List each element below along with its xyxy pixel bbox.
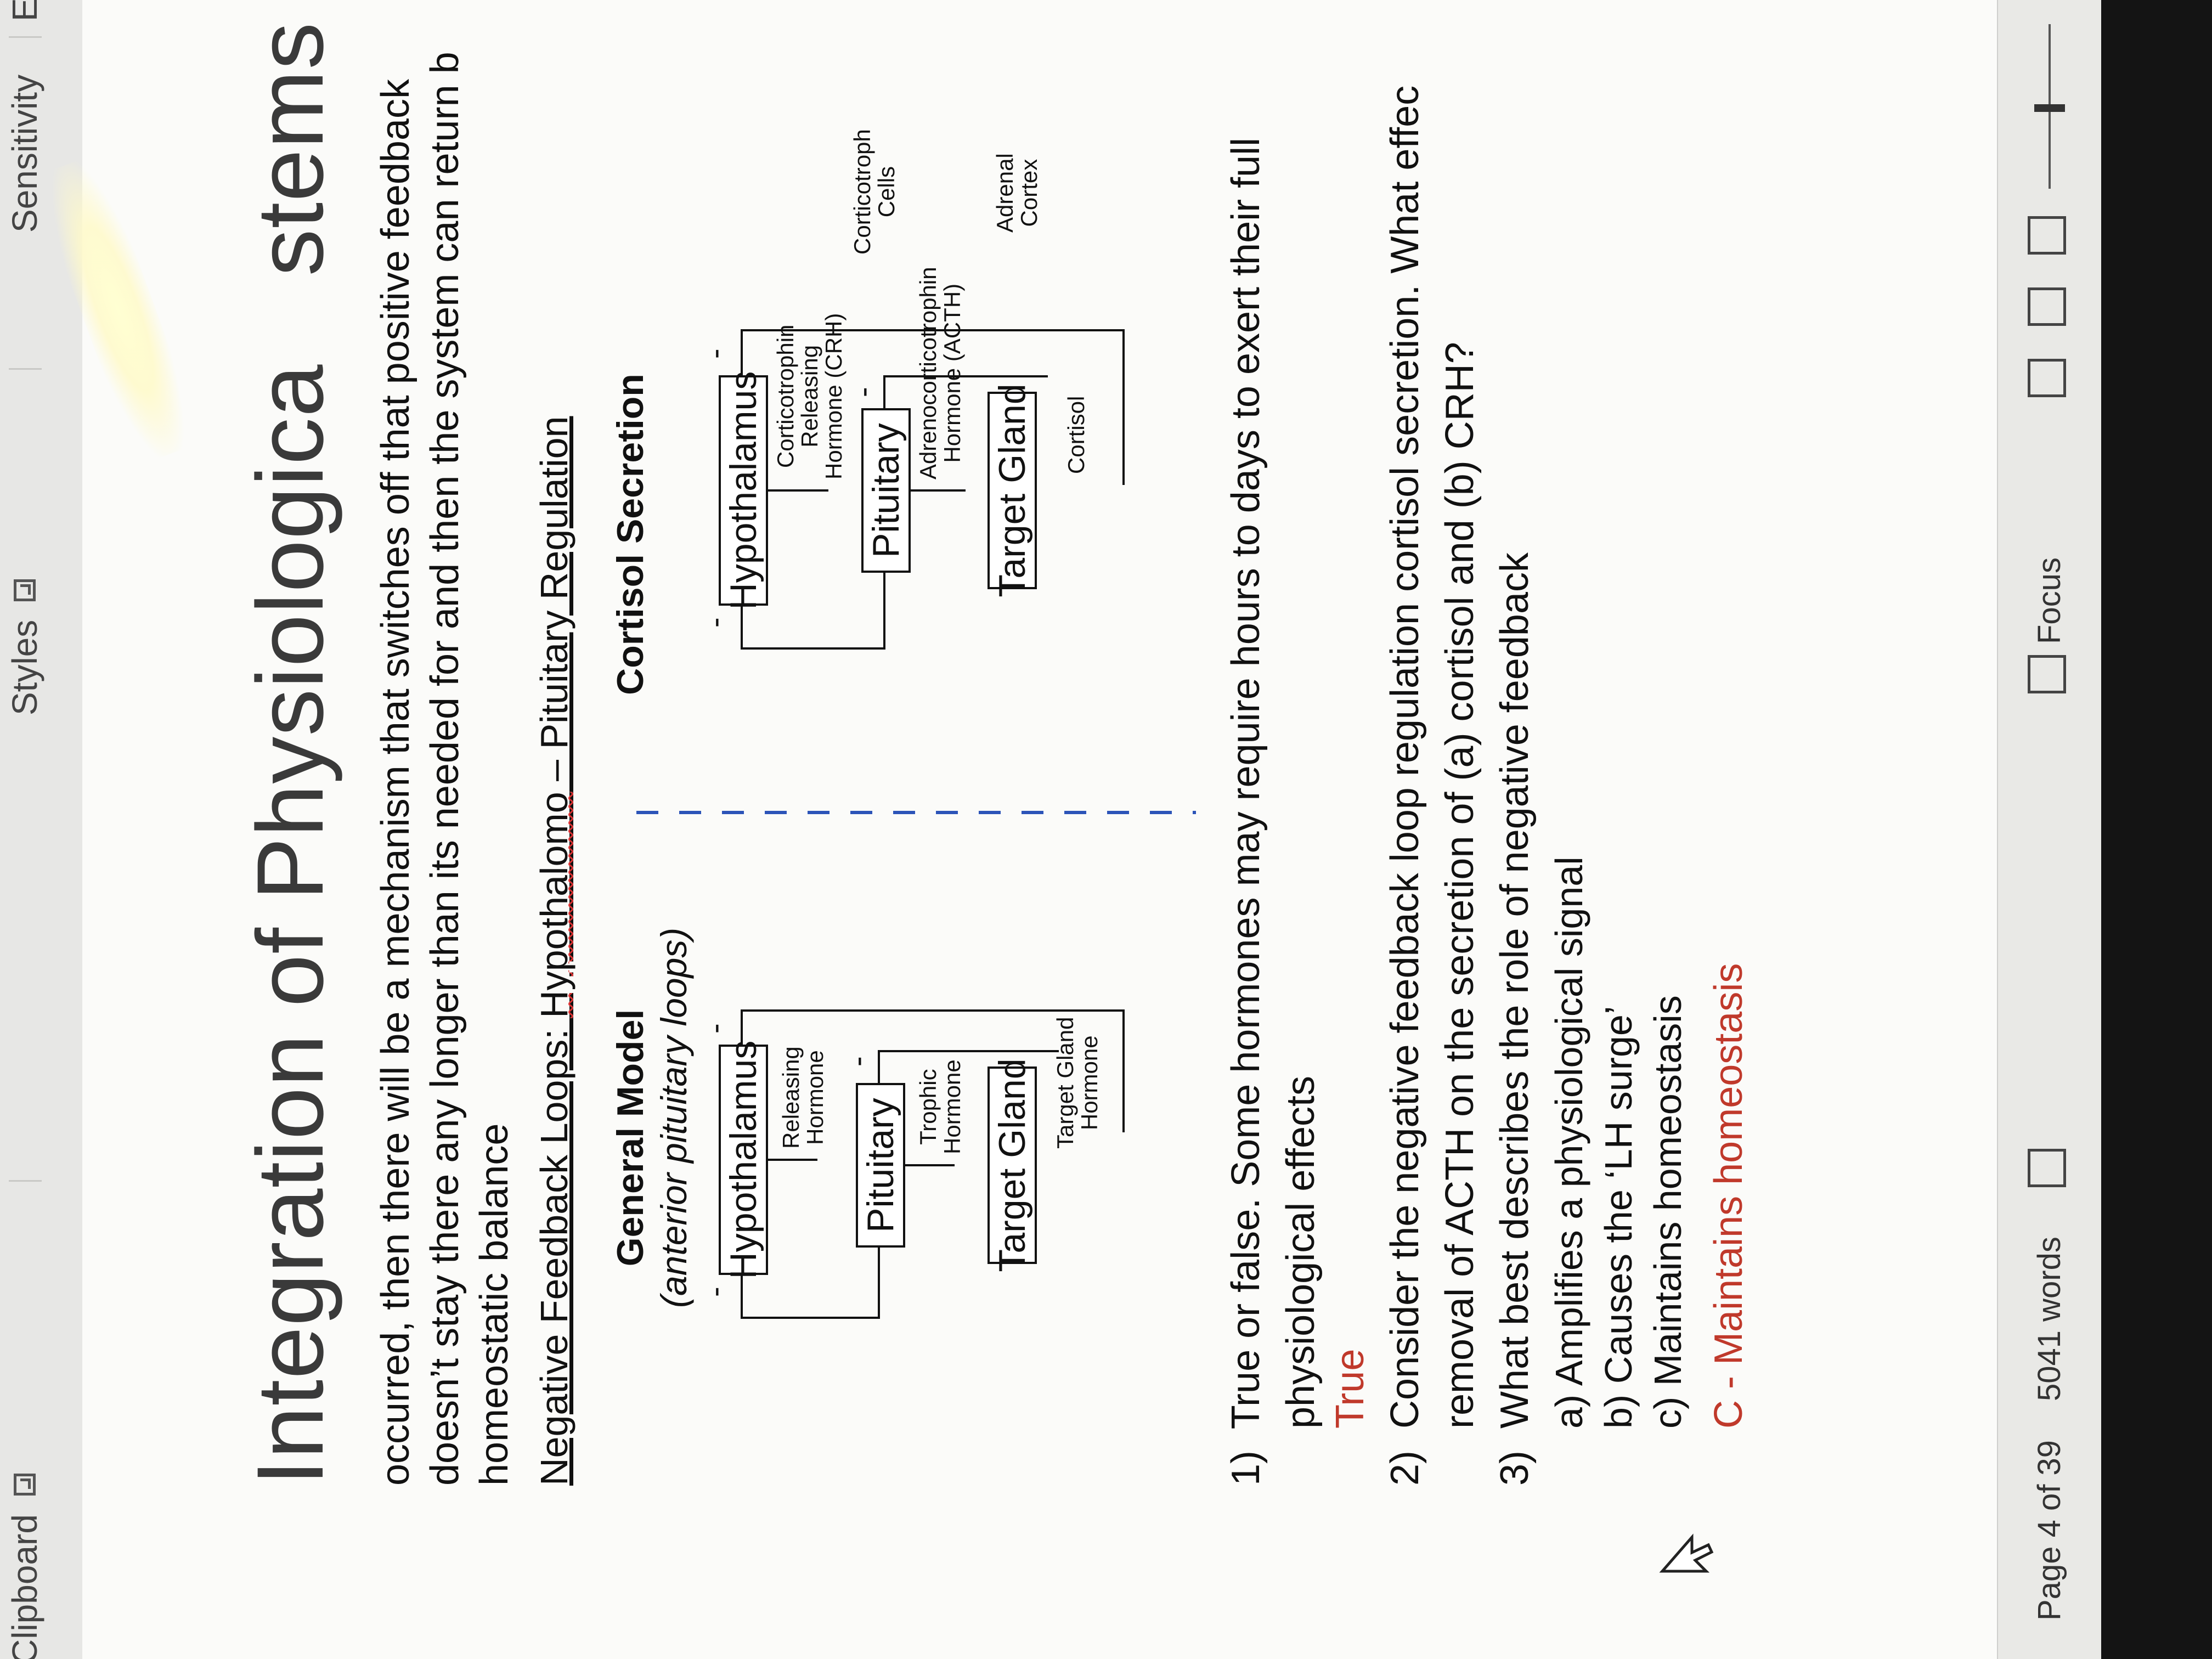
long-loop-line [1122,329,1125,485]
word-window: Clipboard Styles Sensitivity Edi Integra… [0,0,2101,1659]
cortisol-minus-sign: - [845,387,880,397]
cortisol-hormone: Cortisol [1063,396,1089,474]
page-count[interactable]: Page 4 of 39 [2032,1440,2067,1621]
status-bar: Page 4 of 39 5041 words Focus [1997,0,2101,1659]
question-2-line-2: removal of ACTH on the secretion of (a) … [1438,342,1482,1429]
title-text: Integration of Physiologica [238,364,343,1486]
model-divider [636,811,1196,814]
question-3-option-b: b) Causes the ‘LH surge’ [1597,1006,1640,1429]
general-model-subtitle: (anterior pituitary loops) [653,927,694,1308]
question-1-line-2: physiological effects [1279,1075,1323,1429]
ribbon-group-styles[interactable]: Styles [5,579,44,715]
general-hypothalamus-box: Hypothalamus [719,1041,768,1279]
long-loop-line [741,1012,743,1045]
long-loop-line [741,331,743,375]
title-text-tail: stems [238,21,343,276]
question-1-line-1: 1) True or false. Some hormones may requ… [1224,137,1268,1486]
paragraph-line-2: doesn’t stay there any longer than its n… [423,52,467,1486]
styles-label: Styles [5,619,44,715]
short-loop-line [883,375,885,408]
cortisol-minus-sign: - [697,617,732,628]
ultrashort-loop-line [741,1275,743,1319]
zoom-slider-thumb[interactable] [2034,104,2065,112]
section-heading-part-3: – Pituitary Regulation [533,416,575,792]
word-count[interactable]: 5041 words [2032,1237,2067,1401]
ribbon-divider [9,368,42,370]
ultrashort-loop-line [741,606,743,650]
sensitivity-label: Sensitivity [5,74,44,233]
ultrashort-loop-line [878,1248,880,1319]
clipboard-launcher-icon[interactable] [14,1474,36,1496]
short-loop-line [878,1050,880,1083]
connector-line [911,489,966,492]
read-mode-icon[interactable] [2028,359,2066,397]
editing-label: Edi [4,0,45,21]
connector-line [905,1164,955,1166]
long-loop-line [741,329,1125,331]
styles-launcher-icon[interactable] [14,579,36,601]
paragraph-line-1: occurred, then there will be a mechanism… [374,78,417,1486]
section-heading-part-1: Negative Feedback Loops: [533,1018,575,1486]
question-1-answer: True [1328,1348,1372,1429]
general-minus-sign: - [840,1056,874,1066]
question-3-option-c: c) Maintains homeostasis [1646,995,1689,1429]
ribbon-group-clipboard[interactable]: Clipboard [5,1474,44,1659]
ultrashort-loop-line [741,647,883,650]
focus-label[interactable]: Focus [2032,557,2067,644]
connector-line [768,1159,817,1161]
ribbon-group-editing[interactable]: Edi [5,0,44,21]
cortisol-hypothalamus-box: Hypothalamus [719,371,768,610]
monitor-bezel [2101,0,2212,1659]
paragraph-line-3: homeostatic balance [472,1123,516,1486]
long-loop-line [1122,1009,1125,1132]
general-minus-sign: - [697,1023,732,1034]
cortisol-minus-sign: - [697,348,732,359]
section-heading: Negative Feedback Loops: Hypothalomo – P… [532,416,576,1486]
long-loop-line [741,1009,1125,1012]
ultrashort-loop-line [883,573,885,650]
question-3-line-1: 3) What best describes the role of negat… [1493,552,1537,1486]
print-layout-icon[interactable] [2028,287,2066,326]
general-model-title: General Model [610,1009,651,1267]
short-loop-line [883,375,1048,377]
general-target-gland-box: Target Gland [988,1058,1037,1272]
general-minus-sign: - [697,1286,732,1297]
ribbon: Clipboard Styles Sensitivity Edi [0,0,83,1659]
cortisol-model-title: Cortisol Secretion [610,374,651,695]
connector-line [768,489,828,492]
mouse-cursor-icon [1659,1533,1714,1573]
short-loop-line [878,1050,1059,1052]
question-2-line-1: 2) Consider the negative feedback loop r… [1383,85,1427,1486]
focus-icon[interactable] [2028,655,2066,693]
cortisol-target-gland-box: Target Gland [988,383,1037,597]
ribbon-divider [9,36,42,38]
ribbon-group-sensitivity[interactable]: Sensitivity [5,75,44,233]
page-title: Integration of Physiologica stems [236,22,345,1486]
ribbon-divider [9,1180,42,1182]
question-3-answer: C - Maintains homeostasis [1707,963,1751,1429]
document-page[interactable]: Integration of Physiologica stems occurre… [32,0,1997,1659]
general-pituitary-box: Pituitary [856,1083,905,1248]
question-3-option-a: a) Amplifies a physiological signal [1548,856,1590,1429]
ultrashort-loop-line [741,1317,878,1319]
section-heading-misspelled: Hypothalomo [533,792,575,1018]
proofing-icon[interactable] [2028,1149,2066,1187]
cortisol-pituitary-box: Pituitary [861,408,911,573]
web-layout-icon[interactable] [2028,216,2066,255]
clipboard-label: Clipboard [5,1514,44,1659]
